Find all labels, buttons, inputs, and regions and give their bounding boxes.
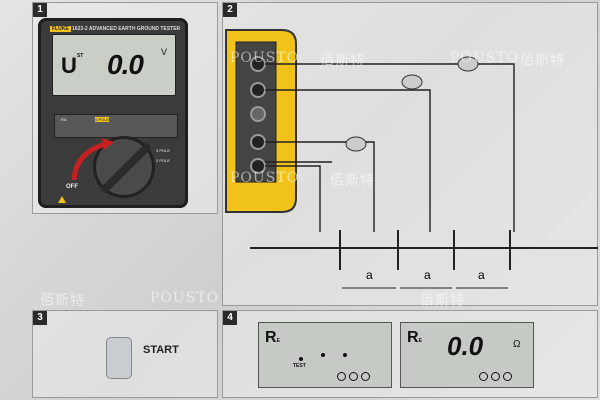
start-button[interactable] [106, 337, 132, 379]
earth-tester-meter: FLUKE 1623-2 ADVANCED EARTH GROUND TESTE… [38, 18, 188, 208]
ohm-unit: Ω [513, 339, 521, 350]
wiring-diagram [225, 29, 598, 289]
meter-brand: FLUKE 1623-2 ADVANCED EARTH GROUND TESTE… [50, 26, 181, 32]
lcd-testing: RE TEST [258, 322, 392, 388]
mode-selector-table: RA 4 POLE [54, 114, 178, 138]
watermark: POUSTO [150, 290, 220, 306]
spacing-label: a [478, 268, 485, 282]
spacing-label: a [424, 268, 431, 282]
start-label: START [143, 344, 179, 356]
lcd-mode-symbol: UST [61, 53, 84, 78]
lcd-value: 0.0 [107, 49, 144, 80]
watermark: 佰斯特 [40, 293, 85, 309]
step-number: 2 [223, 3, 237, 17]
result-value: 0.0 [447, 331, 484, 361]
lcd-unit: V [161, 47, 168, 57]
meter-lcd: UST 0.0 V [52, 34, 176, 96]
pole-label: 3 POLE [156, 148, 171, 153]
pole-label: 2 POLE [156, 158, 171, 163]
step-number: 4 [223, 311, 237, 325]
spacing-label: a [366, 268, 373, 282]
step-number: 3 [33, 311, 47, 325]
test-label: TEST [293, 363, 306, 369]
off-label: OFF [66, 184, 78, 190]
turn-arrow-icon [71, 138, 114, 181]
warning-icon [58, 196, 66, 203]
lcd-result: RE 0.0 Ω [400, 322, 534, 388]
step-number: 1 [33, 3, 47, 17]
